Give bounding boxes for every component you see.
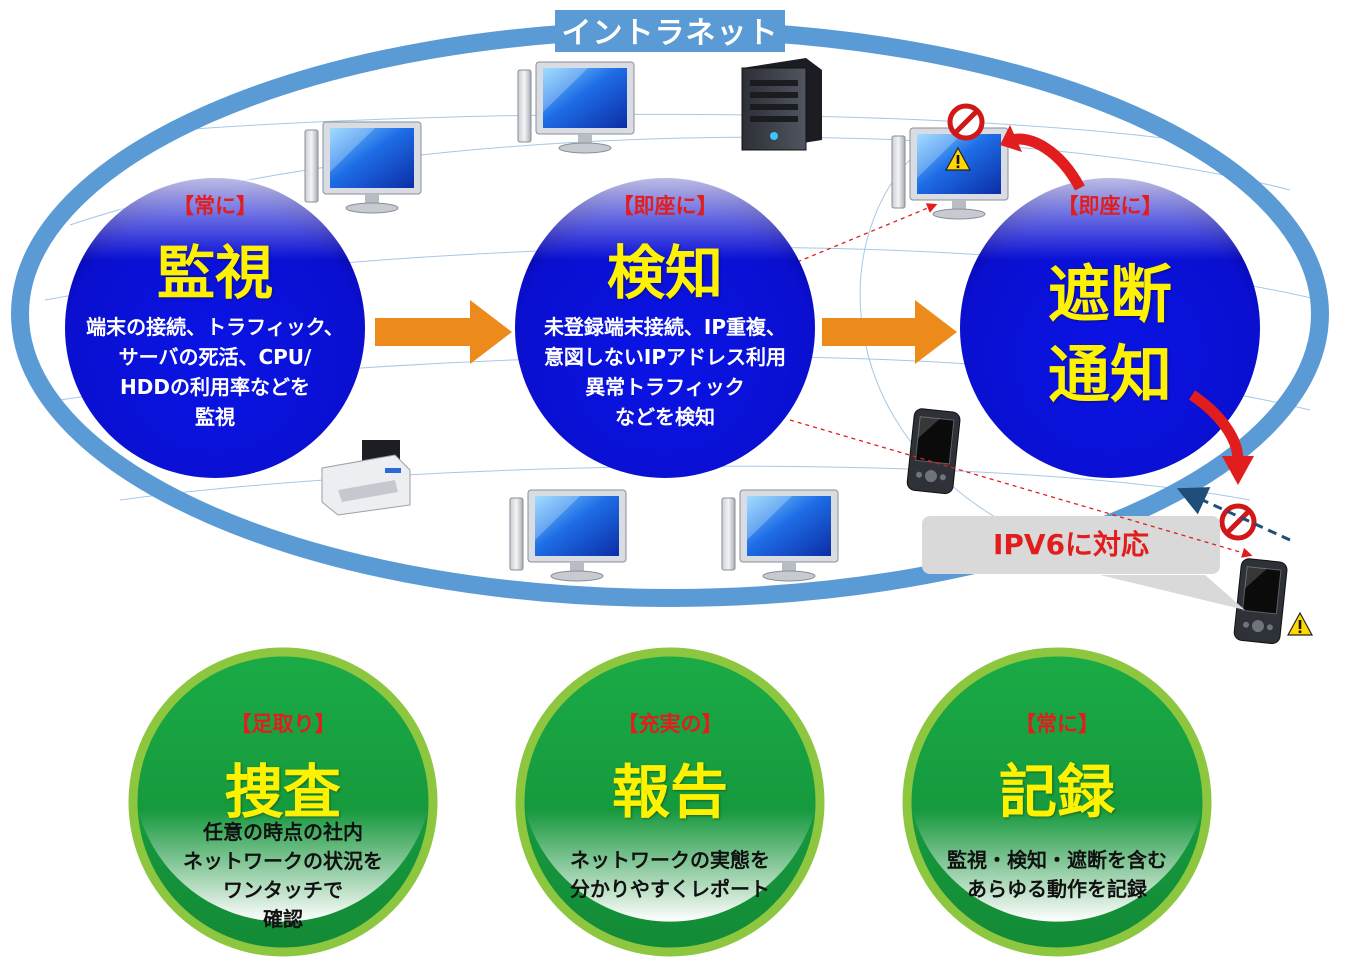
orange-arrow [822, 300, 957, 364]
monitor-heading: 監視 [156, 239, 273, 307]
warning-icon [1287, 612, 1313, 636]
callout-box [922, 516, 1245, 610]
pc-monitor-icon [509, 489, 627, 582]
ipv6-callout-text: IPV6に対応 [992, 528, 1150, 561]
dashed-red-arrow [789, 203, 938, 266]
block-tag: 【即座に】 [1057, 194, 1163, 218]
intranet-title: イントラネット [561, 16, 779, 51]
record-description: 監視・検知・遮断を含む あらゆる動作を記録 [947, 848, 1167, 901]
monitor-description: 端末の接続、トラフィック、 サーバの死活、CPU/ HDDの利用率などを 監視 [86, 315, 344, 429]
prohibit-icon [950, 106, 982, 138]
dashed-navy-arrow [1176, 487, 1291, 542]
detect-description: 未登録端末接続、IP重複、 意図しないIPアドレス利用 異常トラフィック などを… [543, 315, 787, 429]
record-tag: 【常に】 [1015, 712, 1099, 736]
report-heading: 報告 [611, 758, 728, 826]
monitor-tag: 【常に】 [173, 194, 257, 218]
report-description: ネットワークの実態を 分かりやすくレポート [570, 848, 770, 901]
prohibit-icon [1222, 506, 1254, 538]
intranet-title-bg [555, 10, 785, 52]
red-curved-arrow [1188, 390, 1244, 461]
record-heading: 記録 [998, 758, 1115, 826]
pda-icon [1232, 557, 1289, 645]
investigate-description: 任意の時点の社内 ネットワークの状況を ワンタッチで 確認 [183, 820, 383, 931]
detect-heading: 検知 [606, 239, 723, 307]
pc-monitor-icon [721, 489, 839, 582]
printer-icon [321, 440, 411, 516]
orange-arrow [375, 300, 512, 364]
investigate-tag: 【足取り】 [230, 712, 336, 736]
report-tag: 【充実の】 [617, 712, 723, 736]
server-icon [741, 58, 822, 151]
red-curved-arrow [1010, 133, 1085, 191]
detect-tag: 【即座に】 [612, 194, 718, 218]
investigate-heading: 捜査 [224, 758, 341, 826]
pda-icon [905, 407, 962, 495]
block-heading: 遮断 通知 [1047, 258, 1172, 411]
pc-monitor-icon [517, 61, 635, 154]
